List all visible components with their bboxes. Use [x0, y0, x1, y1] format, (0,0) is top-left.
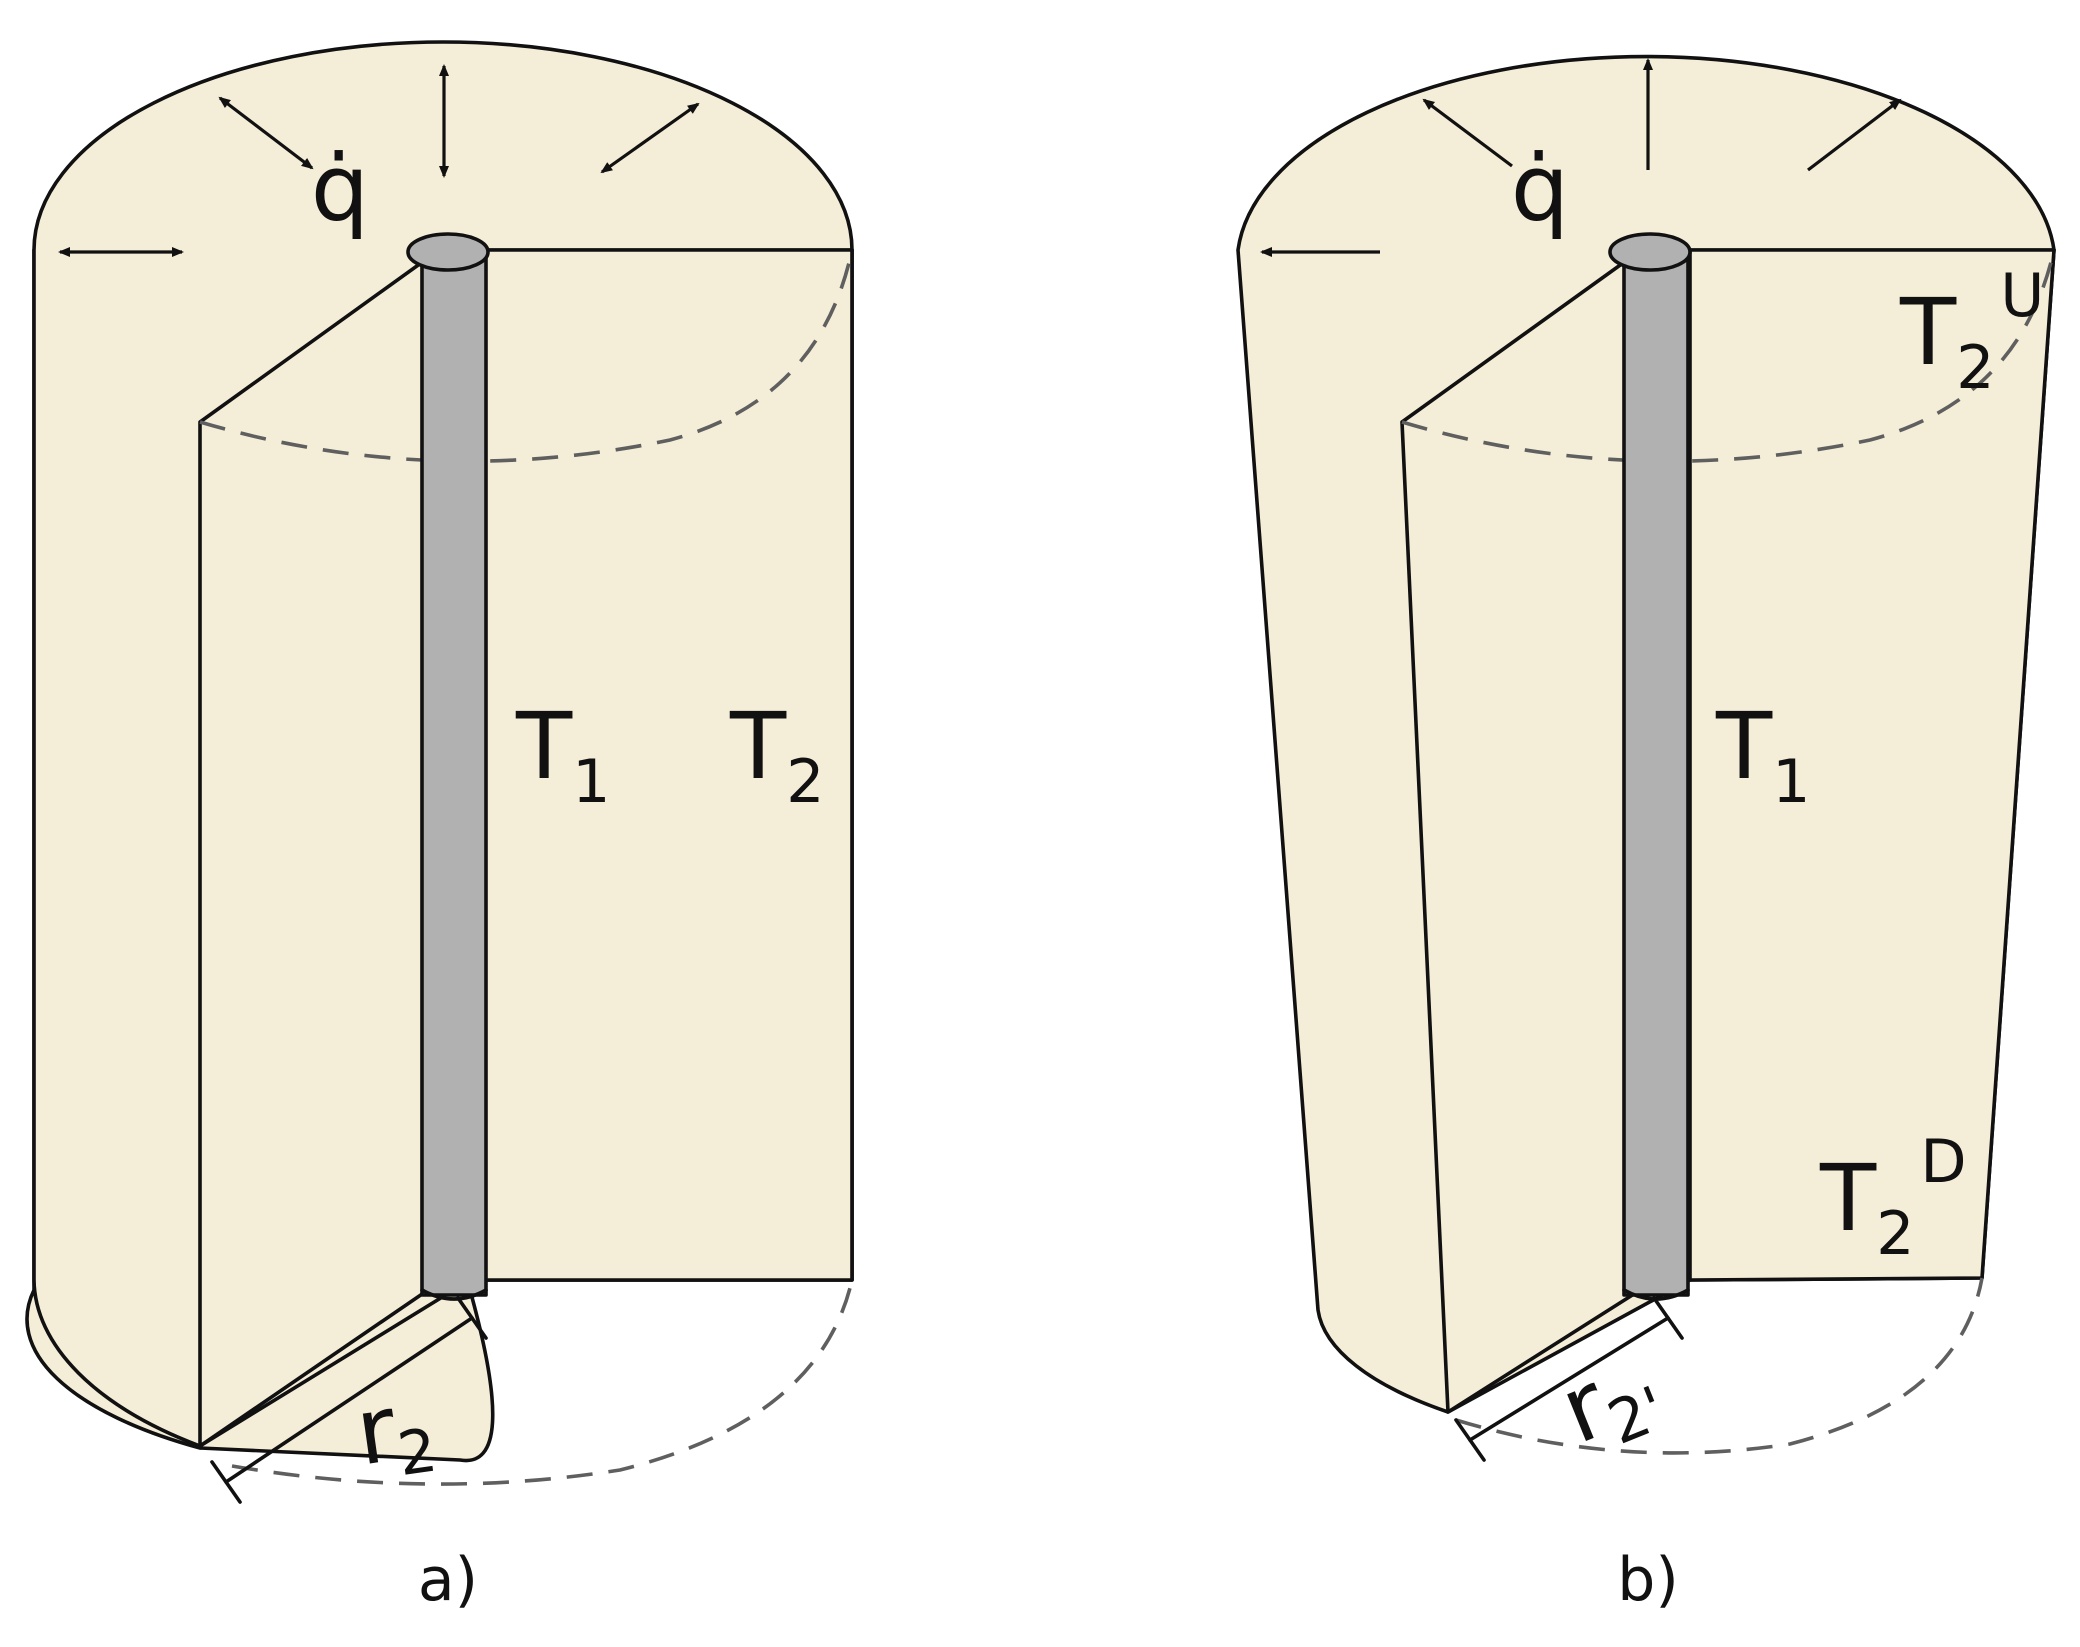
hidden-bottom-arc-b	[1455, 1277, 1984, 1455]
arrow-upper-left-a	[218, 96, 314, 170]
t1-label-b: T1	[1715, 693, 1810, 817]
panel-b: q̇ T1 T2U T2D r2' b)	[1236, 54, 2056, 1615]
hidden-bottom-arc-a	[231, 1279, 854, 1486]
radius-tick-start-b	[1454, 1418, 1486, 1462]
rod-top-a	[406, 232, 490, 272]
arrow-upper-right-b	[1807, 98, 1902, 172]
t2-label-a: T2	[729, 693, 824, 817]
t2-upper-label-b: T2U	[1899, 261, 2044, 403]
radius-tick-end-b	[1652, 1296, 1684, 1340]
heat-flux-label-a: q̇	[311, 135, 369, 242]
rod-bottom-a	[420, 1288, 488, 1301]
radius-dimension-line-b	[1468, 1316, 1670, 1442]
t2-lower-label-b: T2D	[1819, 1127, 1967, 1269]
t1-label-a: T1	[515, 693, 610, 817]
caption-a: a)	[418, 1545, 478, 1615]
panel-a: q̇ T1 T2 r2 a)	[25, 40, 854, 1615]
rod-a	[420, 248, 488, 1297]
rod-b	[1622, 248, 1690, 1297]
hidden-top-arc-b	[1401, 249, 2056, 463]
rod-top-b	[1608, 232, 1692, 272]
radius-tick-start-a	[210, 1460, 242, 1504]
heat-flux-label-b: q̇	[1511, 135, 1569, 242]
hidden-top-arc-a	[199, 249, 854, 463]
caption-b: b)	[1617, 1545, 1679, 1615]
radius-tick-end-a	[456, 1296, 488, 1340]
radius-dimension-line-a	[224, 1316, 474, 1484]
front-cut-face-a	[198, 256, 430, 1448]
arrow-upper-right-a	[600, 102, 700, 174]
arrow-upper-left-b	[1422, 98, 1513, 168]
